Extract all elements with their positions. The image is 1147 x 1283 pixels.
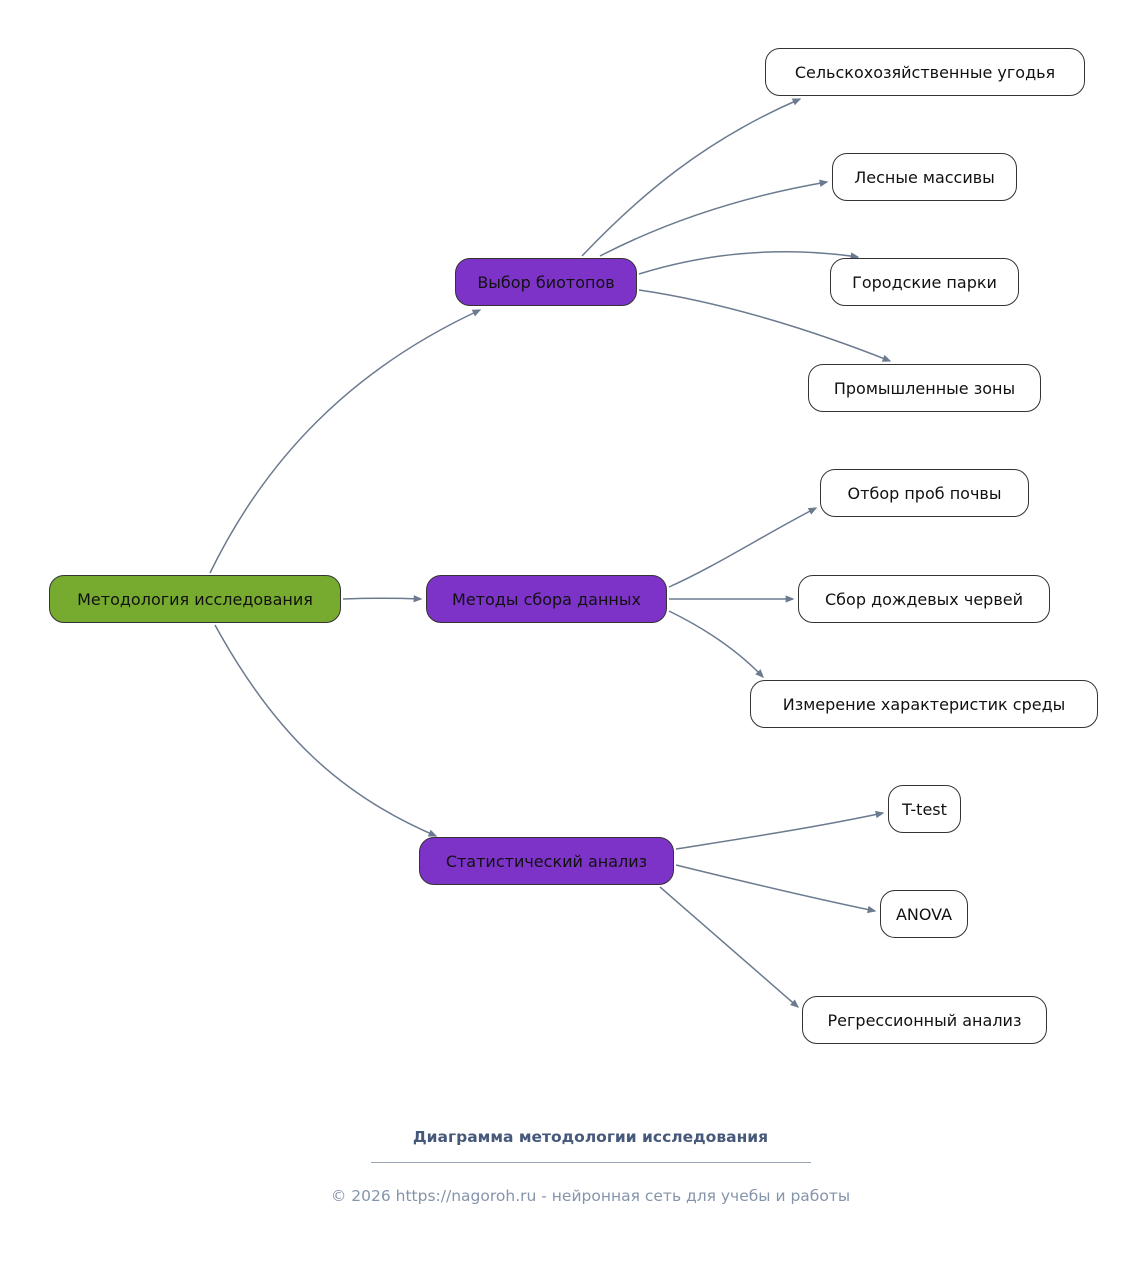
edge-root-to-habitat-selection — [209, 309, 482, 574]
node-leaf-soil-sampling: Отбор проб почвы — [820, 469, 1029, 517]
edge-habitat-to-city-parks — [638, 250, 860, 275]
footer-title: Диаграмма методологии исследования — [412, 1128, 769, 1146]
node-leaf-t-test: T-test — [888, 785, 961, 833]
node-leaf-agricultural-lands: Сельскохозяйственные угодья — [765, 48, 1085, 96]
edge-collection-to-soil-sampling — [668, 507, 818, 588]
edge-analysis-to-regression — [659, 886, 800, 1008]
edge-habitat-to-industrial-zones — [638, 289, 892, 362]
node-leaf-forest-areas: Лесные массивы — [832, 153, 1017, 201]
footer: Диаграмма методологии исследования © 202… — [0, 1128, 1147, 1205]
node-leaf-anova: ANOVA — [880, 890, 968, 938]
edge-root-to-statistical-analysis — [214, 624, 438, 837]
footer-divider — [370, 1162, 811, 1163]
node-leaf-regression-analysis: Регрессионный анализ — [802, 996, 1047, 1044]
footer-copyright: © 2026 https://nagoroh.ru - нейронная се… — [330, 1187, 851, 1205]
node-branch-habitat-selection: Выбор биотопов — [455, 258, 637, 306]
node-branch-data-collection-methods: Методы сбора данных — [426, 575, 667, 623]
edge-analysis-to-t-test — [675, 810, 885, 850]
node-leaf-earthworm-collection: Сбор дождевых червей — [798, 575, 1050, 623]
edge-habitat-to-forest-areas — [599, 179, 829, 257]
node-leaf-environment-measurement: Измерение характеристик среды — [750, 680, 1098, 728]
edge-collection-to-environment-measurement — [668, 610, 764, 678]
node-root-methodology: Методология исследования — [49, 575, 341, 623]
edge-root-to-data-collection — [342, 595, 423, 603]
node-branch-statistical-analysis: Статистический анализ — [419, 837, 674, 885]
node-leaf-city-parks: Городские парки — [830, 258, 1019, 306]
edge-habitat-to-agricultural-lands — [581, 98, 802, 257]
edge-analysis-to-anova — [675, 864, 877, 914]
node-leaf-industrial-zones: Промышленные зоны — [808, 364, 1041, 412]
